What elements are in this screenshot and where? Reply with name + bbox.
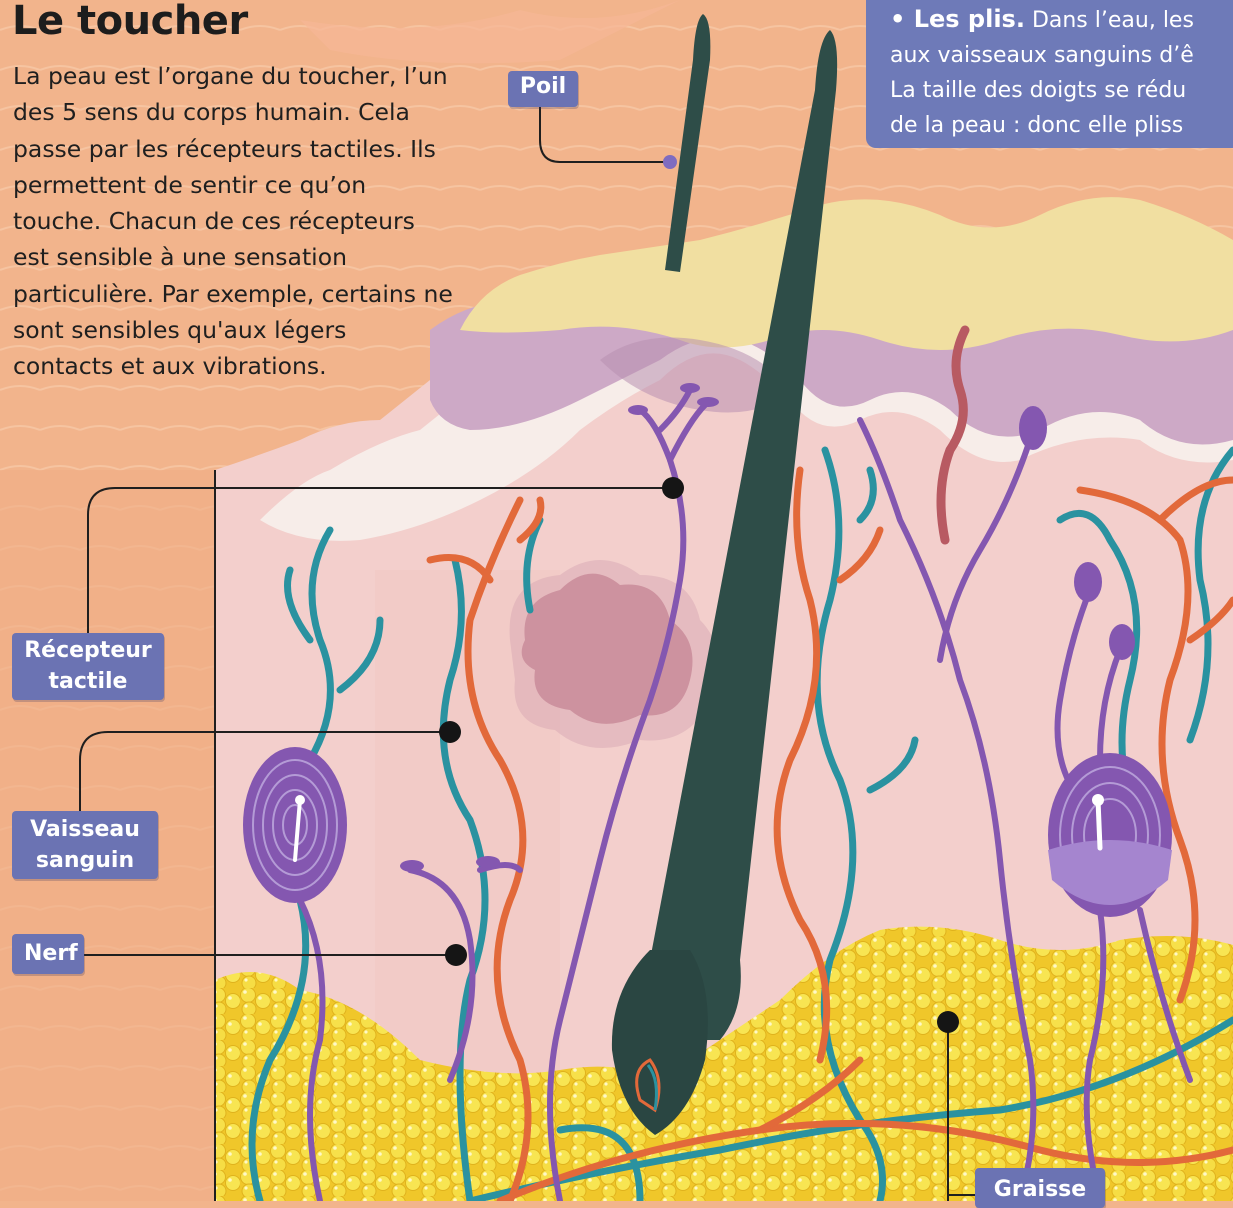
- page-title: Le toucher: [12, 0, 248, 44]
- label-vaisseau-sanguin: Vaisseau sanguin: [12, 811, 158, 879]
- info-line-1: • Les plis. Dans l’eau, les: [890, 2, 1233, 38]
- touch-corpuscle-right: [1048, 753, 1172, 917]
- label-recepteur-tactile: Récepteur tactile: [12, 633, 164, 700]
- info-line-3: La taille des doigts se rédu: [890, 73, 1233, 108]
- label-recepteur-line2: tactile: [12, 666, 164, 697]
- intro-text: La peau est l’organe du toucher, l’un de…: [13, 58, 453, 385]
- info-line-4: de la peau : donc elle pliss: [890, 108, 1233, 143]
- label-poil: Poil: [508, 71, 578, 107]
- label-vaisseau-line2: sanguin: [12, 845, 158, 876]
- label-nerf: Nerf: [12, 934, 84, 974]
- info-line-2: aux vaisseaux sanguins d’ê: [890, 38, 1233, 73]
- info-box-plis: • Les plis. Dans l’eau, les aux vaisseau…: [866, 0, 1233, 148]
- info-line-1-rest: Dans l’eau, les: [1025, 8, 1194, 33]
- label-graisse: Graisse: [975, 1168, 1105, 1208]
- info-lead: • Les plis.: [890, 5, 1025, 33]
- touch-corpuscle-left: [243, 747, 347, 903]
- label-vaisseau-line1: Vaisseau: [12, 814, 158, 845]
- label-recepteur-line1: Récepteur: [12, 635, 164, 666]
